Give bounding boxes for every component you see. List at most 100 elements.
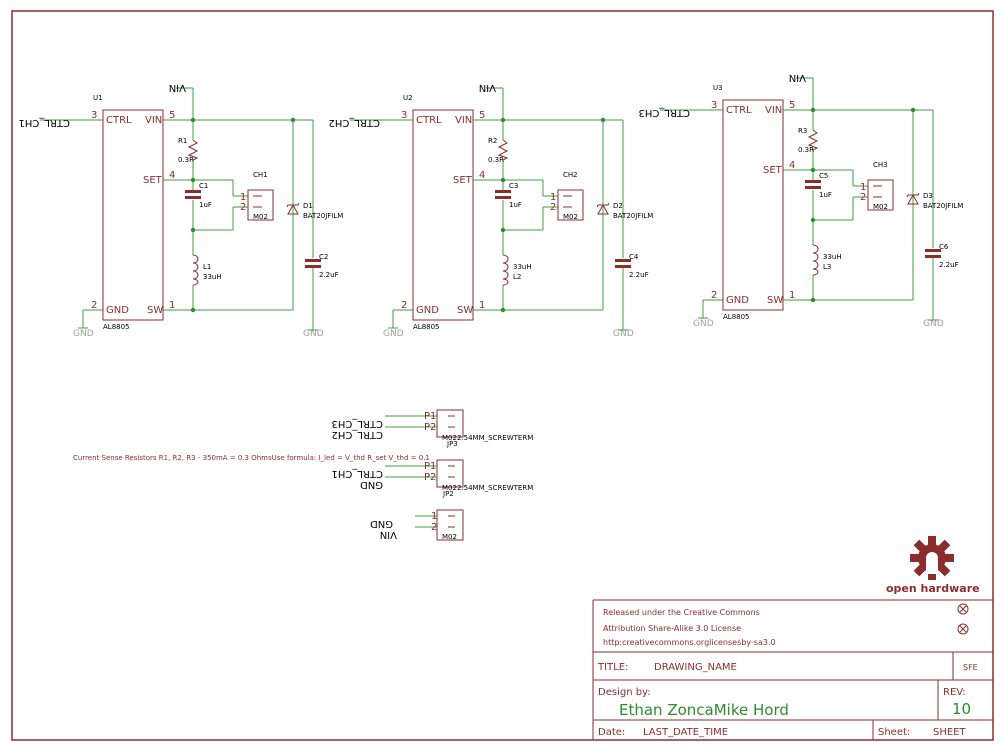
pin-number: 1 [789,290,795,301]
connector-pin-label: P2 [424,422,436,433]
diode-ref: D1 [303,202,313,210]
capacitor-value: 1uF [509,201,522,209]
net-label-vin: VIN [479,82,496,93]
current-sense-resistor[interactable]: R10.3R [178,137,199,164]
pin-number: 3 [401,110,407,121]
connector-power[interactable]: 1 2 GND VIN M02 [370,509,464,541]
date-label: Date: [598,727,625,738]
set-capacitor[interactable]: C5 1uF [805,172,832,199]
connector-jp3[interactable]: P1 P2 CTRL_CH3 CTRL_CH2 M022.54MM_SCREWT… [332,409,534,448]
connector-ref: JP3 [446,440,458,448]
capacitor-value: 1uF [819,191,832,199]
ground-label: GND [613,329,634,339]
connector-value: M022.54MM_SCREWTERM [442,484,533,492]
junction-dot [500,117,506,123]
pin-name-ctrl: CTRL [726,105,752,116]
junction-dot [190,227,196,233]
pin-number: 5 [169,110,175,121]
net-label-ctrl: CTRL_CH1 [19,117,70,128]
pin-number: 1 [550,192,556,203]
title-value: DRAWING_NAME [654,662,737,673]
pin-name-set: SET [143,175,163,186]
pin-number: 2 [91,300,97,311]
capacitor-ref: C3 [509,182,518,190]
junction-dot [810,297,816,303]
capacitor-value: 2.2uF [939,261,959,269]
pin-number: 5 [789,100,795,111]
net-label-ctrl-ch2: CTRL_CH2 [332,429,383,440]
resistor-ref: R1 [178,137,187,145]
connector-jp2[interactable]: P1 P2 CTRL_CH1 GND M022.54MM_SCREWTERM J… [332,459,534,498]
output-capacitor[interactable]: C2 2.2uF [305,253,339,279]
connector-ref: CH1 [253,171,268,179]
output-capacitor[interactable]: C42.2uF [615,253,649,279]
net-label-vin: VIN [169,82,186,93]
diode-value: BAT20JFILM [923,202,963,210]
net-label-ctrl-ch1: CTRL_CH1 [332,468,383,479]
ic-ref: U3 [713,84,723,92]
net-label-ctrl: CTRL_CH2 [329,117,380,128]
current-sense-resistor[interactable]: R20.3R [488,137,509,164]
license-line-3: http:creativecommons.orglicensesby-sa3.0 [603,638,776,647]
output-capacitor[interactable]: C62.2uF [925,243,959,269]
ic-value: AL8805 [723,313,750,321]
pin-name-gnd: GND [106,305,129,316]
license-line-2: Attribution Share-Alike 3.0 License [603,624,741,633]
pin-number: 1 [479,300,485,311]
pin-name-ctrl: CTRL [416,115,442,126]
junction-dot [600,117,606,123]
pin-number: 5 [479,110,485,121]
diode-ref: D3 [923,192,933,200]
net-label-vin: VIN [789,72,806,83]
title-label: TITLE: [597,662,628,673]
resistor-value: 0.3R [798,146,814,154]
pin-name-gnd: GND [726,295,749,306]
ic-ref: U2 [403,94,413,102]
sheet-value: SHEET [933,727,967,738]
connector-pin-label: P1 [424,461,436,472]
junction-dot [500,307,506,313]
rev-value: 10 [952,700,971,718]
set-capacitor[interactable]: C3 1uF [495,182,522,209]
pin-name-vin: VIN [145,115,162,126]
net-label-gnd: GND [370,518,393,529]
pin-name-sw: SW [147,305,163,316]
pin-number: 2 [711,290,717,301]
connector-ref: JP2 [442,490,454,498]
junction-dot [190,177,196,183]
pin-number: 2 [240,202,246,213]
connector-pin-label: 2 [431,522,437,533]
capacitor-value: 2.2uF [319,271,339,279]
capacitor-value: 2.2uF [629,271,649,279]
inductor-ref: L2 [513,273,521,281]
capacitor-ref: C5 [819,172,828,180]
capacitor-ref: C2 [319,253,328,261]
pin-name-vin: VIN [455,115,472,126]
connector-value: M022.54MM_SCREWTERM [442,434,533,442]
net-label-gnd: GND [360,479,383,490]
connector-value: M02 [563,213,578,221]
pin-name-vin: VIN [765,105,782,116]
current-sense-resistor[interactable]: R30.3R [798,127,819,154]
title-block: Released under the Creative Commons Attr… [592,599,993,740]
pin-name-sw: SW [457,305,473,316]
net-label-vin: VIN [380,529,397,540]
capacitor-value: 1uF [199,201,212,209]
connector-pin-label: P1 [424,411,436,422]
connector-pin-label: 1 [431,511,437,522]
